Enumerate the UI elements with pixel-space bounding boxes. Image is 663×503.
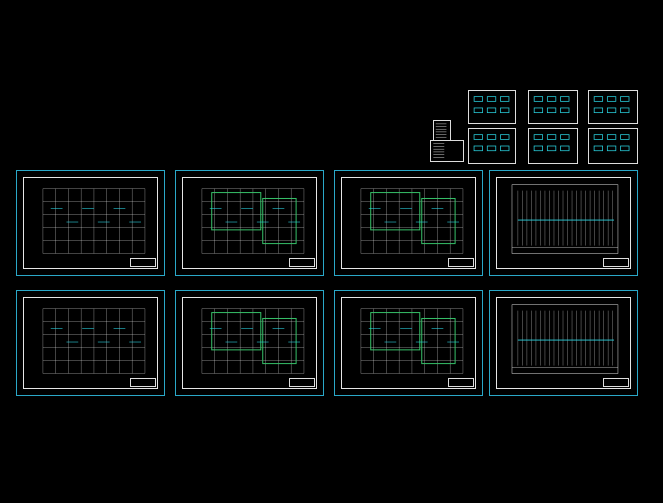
node-detail-shape bbox=[486, 145, 497, 152]
node-detail-shape bbox=[533, 96, 544, 102]
node-detail-shape bbox=[546, 107, 557, 114]
detail-sheet-6[interactable] bbox=[588, 128, 638, 164]
notes-sheet-1[interactable] bbox=[433, 120, 451, 142]
sheet-inner-frame bbox=[23, 177, 158, 269]
notes-sheet-2[interactable] bbox=[430, 140, 464, 162]
sheet-drawing bbox=[511, 304, 619, 374]
detail-sheet-5[interactable] bbox=[528, 128, 578, 164]
sheet-inner-frame bbox=[182, 177, 317, 269]
title-block bbox=[289, 258, 315, 267]
detail-drawing bbox=[593, 134, 630, 152]
highlighted-zone bbox=[211, 192, 262, 231]
sheet-inner-frame bbox=[341, 177, 476, 269]
node-detail-shape bbox=[546, 96, 557, 102]
detail-drawing bbox=[473, 134, 510, 152]
title-block bbox=[289, 378, 315, 387]
notes-text-block bbox=[433, 143, 445, 158]
node-detail-shape bbox=[486, 107, 497, 114]
highlighted-zone bbox=[370, 192, 421, 231]
node-detail-shape bbox=[593, 145, 603, 152]
sheet-drawing bbox=[511, 184, 619, 254]
node-detail-shape bbox=[606, 107, 617, 114]
drawing-sheet-1[interactable] bbox=[16, 170, 165, 276]
highlighted-zone bbox=[421, 197, 456, 245]
title-block bbox=[130, 378, 156, 387]
title-block bbox=[130, 258, 156, 267]
node-detail-shape bbox=[593, 134, 603, 140]
drawing-sheet-2[interactable] bbox=[175, 170, 324, 276]
sheet-drawing bbox=[201, 308, 305, 374]
highlighted-zone bbox=[262, 197, 297, 245]
highlighted-zone bbox=[421, 317, 456, 365]
title-block bbox=[448, 378, 474, 387]
node-detail-shape bbox=[533, 107, 544, 114]
notes-text-block bbox=[435, 123, 447, 138]
title-block bbox=[603, 258, 629, 267]
elevation-outline bbox=[511, 304, 619, 374]
node-detail-shape bbox=[560, 145, 570, 152]
node-detail-shape bbox=[620, 145, 630, 152]
node-detail-shape bbox=[546, 134, 557, 140]
drawing-sheet-7[interactable] bbox=[334, 290, 483, 396]
detail-sheet-3[interactable] bbox=[588, 90, 638, 124]
detail-sheet-2[interactable] bbox=[528, 90, 578, 124]
node-detail-shape bbox=[620, 107, 630, 114]
sheet-inner-frame bbox=[496, 297, 631, 389]
node-detail-shape bbox=[473, 107, 483, 114]
highlighted-zone bbox=[370, 312, 421, 351]
sheet-drawing bbox=[42, 188, 146, 254]
detail-sheet-4[interactable] bbox=[468, 128, 516, 164]
node-detail-shape bbox=[533, 145, 543, 152]
drawing-sheet-3[interactable] bbox=[334, 170, 483, 276]
node-detail-shape bbox=[486, 96, 497, 102]
sheet-drawing bbox=[360, 308, 464, 374]
node-detail-shape bbox=[606, 145, 617, 152]
sheet-inner-frame bbox=[496, 177, 631, 269]
detail-drawing bbox=[473, 96, 510, 114]
highlighted-zone bbox=[211, 312, 262, 351]
drawing-sheet-4[interactable] bbox=[489, 170, 638, 276]
title-block bbox=[448, 258, 474, 267]
drawing-sheet-5[interactable] bbox=[16, 290, 165, 396]
node-detail-shape bbox=[560, 107, 570, 114]
sheet-inner-frame bbox=[341, 297, 476, 389]
node-detail-shape bbox=[473, 145, 483, 152]
drawing-sheet-6[interactable] bbox=[175, 290, 324, 396]
node-detail-shape bbox=[473, 96, 483, 102]
node-detail-shape bbox=[560, 96, 570, 102]
node-detail-shape bbox=[593, 96, 604, 102]
sheet-inner-frame bbox=[182, 297, 317, 389]
node-detail-shape bbox=[606, 134, 617, 140]
elevation-outline bbox=[511, 184, 619, 254]
node-detail-shape bbox=[546, 145, 557, 152]
node-detail-shape bbox=[606, 96, 617, 102]
sheet-inner-frame bbox=[23, 297, 158, 389]
detail-drawing bbox=[533, 134, 570, 152]
node-detail-shape bbox=[620, 96, 630, 102]
node-detail-shape bbox=[620, 134, 630, 140]
sheet-drawing bbox=[360, 188, 464, 254]
node-detail-shape bbox=[560, 134, 570, 140]
title-block bbox=[603, 378, 629, 387]
node-detail-shape bbox=[486, 134, 497, 140]
detail-drawing bbox=[533, 96, 570, 114]
drawing-sheet-8[interactable] bbox=[489, 290, 638, 396]
sheet-drawing bbox=[201, 188, 305, 254]
node-detail-shape bbox=[473, 134, 483, 140]
node-detail-shape bbox=[500, 107, 510, 114]
highlighted-zone bbox=[262, 317, 297, 365]
node-detail-shape bbox=[533, 134, 543, 140]
sheet-drawing bbox=[42, 308, 146, 374]
detail-drawing bbox=[593, 96, 630, 114]
detail-sheet-1[interactable] bbox=[468, 90, 516, 124]
node-detail-shape bbox=[593, 107, 604, 114]
node-detail-shape bbox=[500, 96, 510, 102]
node-detail-shape bbox=[500, 145, 510, 152]
node-detail-shape bbox=[500, 134, 510, 140]
